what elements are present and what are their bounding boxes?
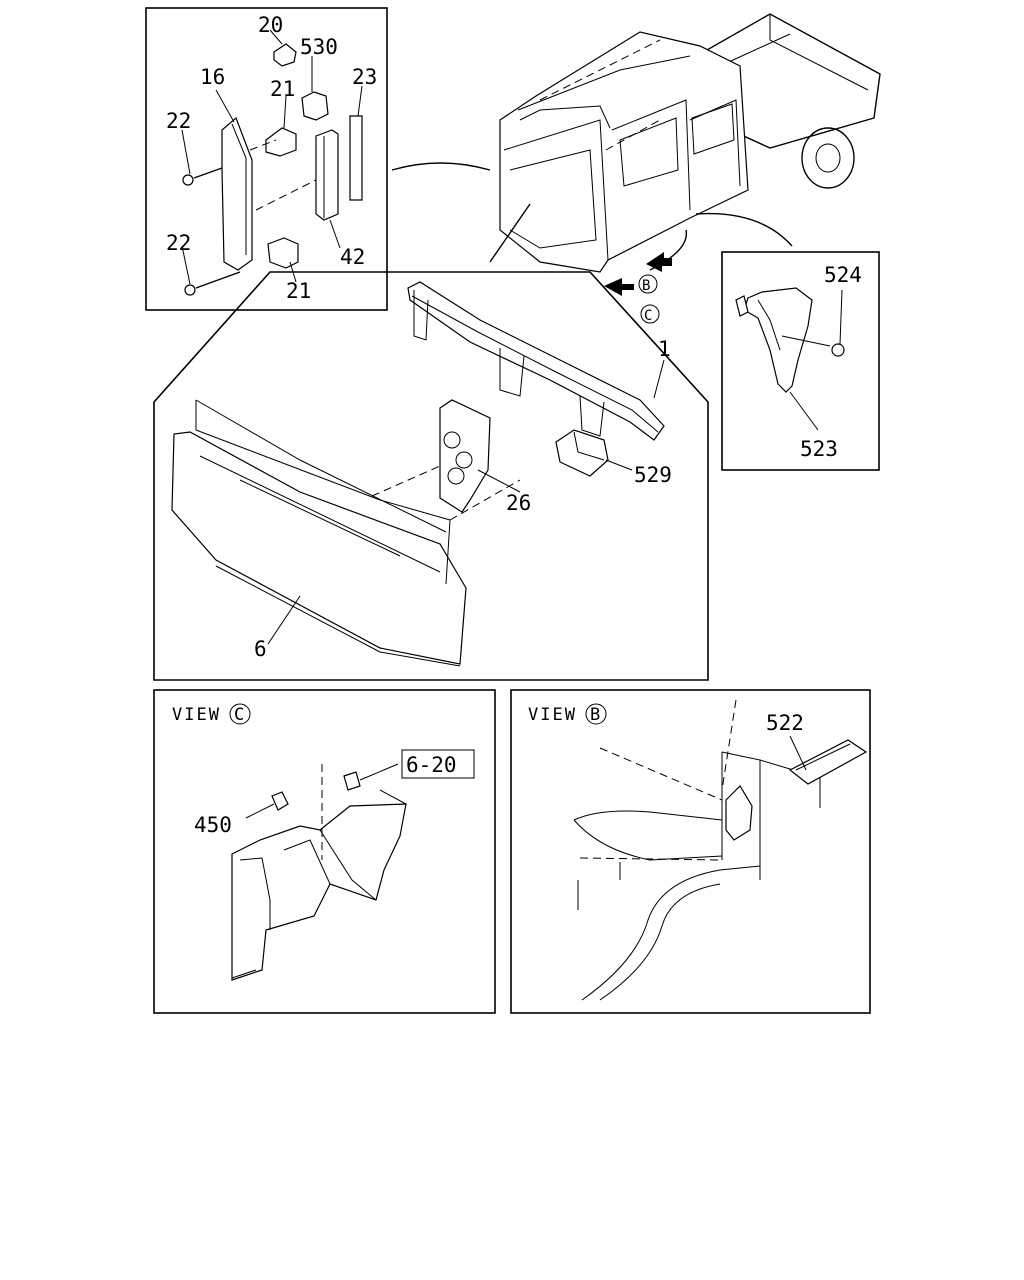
callout-c: C bbox=[644, 308, 652, 324]
inset-view-c: VIEW C 6-20 450 bbox=[153, 689, 496, 1014]
label-part-21-top: 21 bbox=[270, 77, 295, 101]
inset-view-b: VIEW B 522 bbox=[510, 689, 871, 1014]
label-part-21-bottom: 21 bbox=[286, 279, 311, 303]
view-c-title-letter: C bbox=[234, 705, 244, 725]
label-part-20: 20 bbox=[258, 13, 283, 37]
label-part-522: 522 bbox=[766, 711, 804, 735]
label-part-529: 529 bbox=[634, 463, 672, 487]
label-part-16: 16 bbox=[200, 65, 225, 89]
label-part-530: 530 bbox=[300, 35, 338, 59]
inset-trim-parts: 20 530 16 21 23 22 22 42 21 bbox=[145, 7, 388, 311]
inset-mudguard: 524 523 bbox=[721, 251, 880, 471]
arrow-to-mudguard-inset bbox=[695, 212, 793, 247]
view-b-marker: B bbox=[604, 252, 672, 296]
view-c-marker: C bbox=[640, 304, 660, 324]
label-part-524: 524 bbox=[824, 263, 862, 287]
label-part-23: 23 bbox=[352, 65, 377, 89]
view-b-title: VIEW bbox=[528, 705, 577, 725]
label-part-26: 26 bbox=[506, 491, 531, 515]
label-part-42: 42 bbox=[340, 245, 365, 269]
label-part-6: 6 bbox=[254, 637, 267, 661]
label-part-1: 1 bbox=[658, 337, 671, 361]
view-b-title-letter: B bbox=[590, 705, 600, 725]
label-part-22-bottom: 22 bbox=[166, 231, 191, 255]
main-panel-assembly: 1 529 26 6 bbox=[153, 271, 709, 681]
label-part-22-top: 22 bbox=[166, 109, 191, 133]
view-c-title: VIEW bbox=[172, 705, 221, 725]
arrow-to-panel-assembly bbox=[489, 203, 531, 263]
label-part-450: 450 bbox=[194, 813, 232, 837]
arrow-to-trim-inset bbox=[391, 162, 491, 171]
truck-illustration bbox=[499, 13, 881, 273]
label-part-523: 523 bbox=[800, 437, 838, 461]
label-part-6-20: 6-20 bbox=[406, 753, 457, 777]
callout-b: B bbox=[642, 278, 650, 294]
